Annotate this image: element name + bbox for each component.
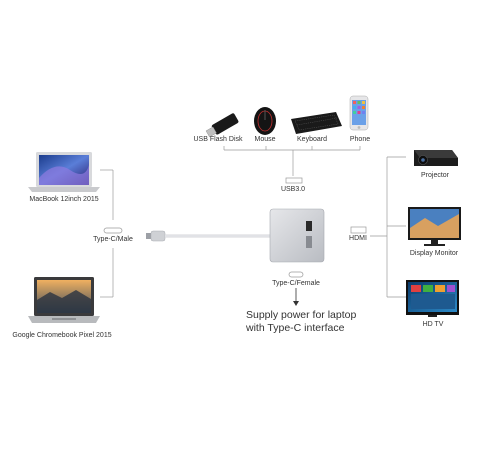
hdmi-port-icon bbox=[350, 226, 367, 234]
type-c-male-label: Type-C/Male bbox=[93, 236, 133, 243]
mouse-label: Mouse bbox=[254, 136, 276, 143]
usb-c-hub-adapter bbox=[146, 208, 325, 263]
projector-icon bbox=[414, 150, 458, 166]
mouse-icon bbox=[254, 107, 276, 135]
usb-port-icon bbox=[285, 177, 303, 184]
chromebook-laptop-icon bbox=[28, 277, 100, 323]
phone-icon bbox=[349, 95, 369, 131]
macbook-laptop-icon bbox=[28, 152, 100, 192]
usb-flash-disk-icon bbox=[205, 113, 239, 138]
type-c-female-port-icon bbox=[288, 271, 304, 278]
macbook-label: MacBook 12inch 2015 bbox=[29, 196, 99, 203]
keyboard-icon bbox=[291, 112, 342, 134]
type-c-female-label: Type-C/Female bbox=[272, 280, 320, 287]
hd-tv-icon bbox=[406, 280, 459, 317]
power-note-line-2: with Type-C interface bbox=[246, 322, 345, 334]
usb-flash-disk-label: USB Flash Disk bbox=[193, 136, 243, 143]
chromebook-label: Google Chromebook Pixel 2015 bbox=[12, 332, 112, 339]
projector-label: Projector bbox=[420, 172, 450, 179]
phone-label: Phone bbox=[349, 136, 371, 143]
connector-lines bbox=[100, 146, 406, 298]
power-note: Supply power for laptop with Type-C inte… bbox=[246, 309, 356, 335]
power-note-line-1: Supply power for laptop bbox=[246, 309, 357, 321]
type-c-male-port-icon bbox=[103, 227, 123, 234]
display-monitor-icon bbox=[408, 207, 461, 246]
keyboard-label: Keyboard bbox=[297, 136, 327, 143]
usb-port-label: USB3.0 bbox=[280, 186, 306, 193]
hdmi-port-label: HDMI bbox=[349, 235, 367, 242]
display-monitor-label: Display Monitor bbox=[409, 250, 459, 257]
hd-tv-label: HD TV bbox=[422, 321, 444, 328]
